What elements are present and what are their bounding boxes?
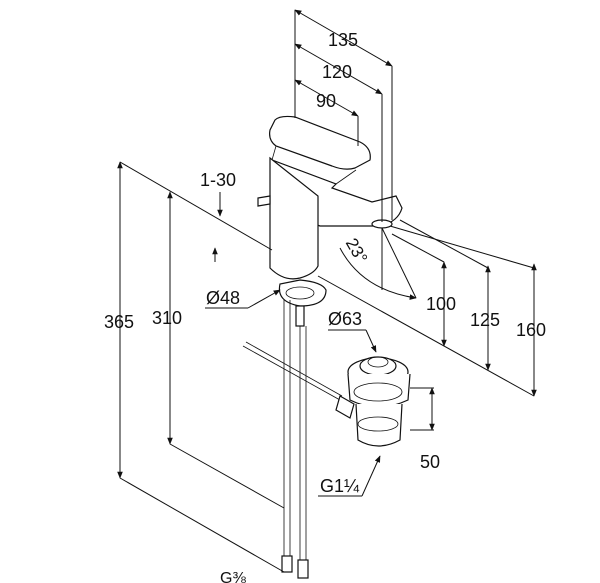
label-100: 100 <box>426 294 456 314</box>
dimension-lines <box>117 9 537 573</box>
label-310: 310 <box>152 308 182 328</box>
label-125: 125 <box>470 310 500 330</box>
label-120: 120 <box>322 62 352 82</box>
label-d63: Ø63 <box>328 309 362 329</box>
label-135: 135 <box>328 30 358 50</box>
label-d48: Ø48 <box>206 288 240 308</box>
label-angle: 23° <box>342 235 371 267</box>
label-1-30: 1-30 <box>200 170 236 190</box>
label-50: 50 <box>420 452 440 472</box>
drain-assembly <box>242 341 411 447</box>
label-g38: G⅜ <box>220 570 246 583</box>
label-160: 160 <box>516 320 546 340</box>
label-365: 365 <box>104 312 134 332</box>
faucet-body <box>257 115 403 579</box>
label-g114: G1¼ <box>320 476 360 496</box>
label-90: 90 <box>316 91 336 111</box>
